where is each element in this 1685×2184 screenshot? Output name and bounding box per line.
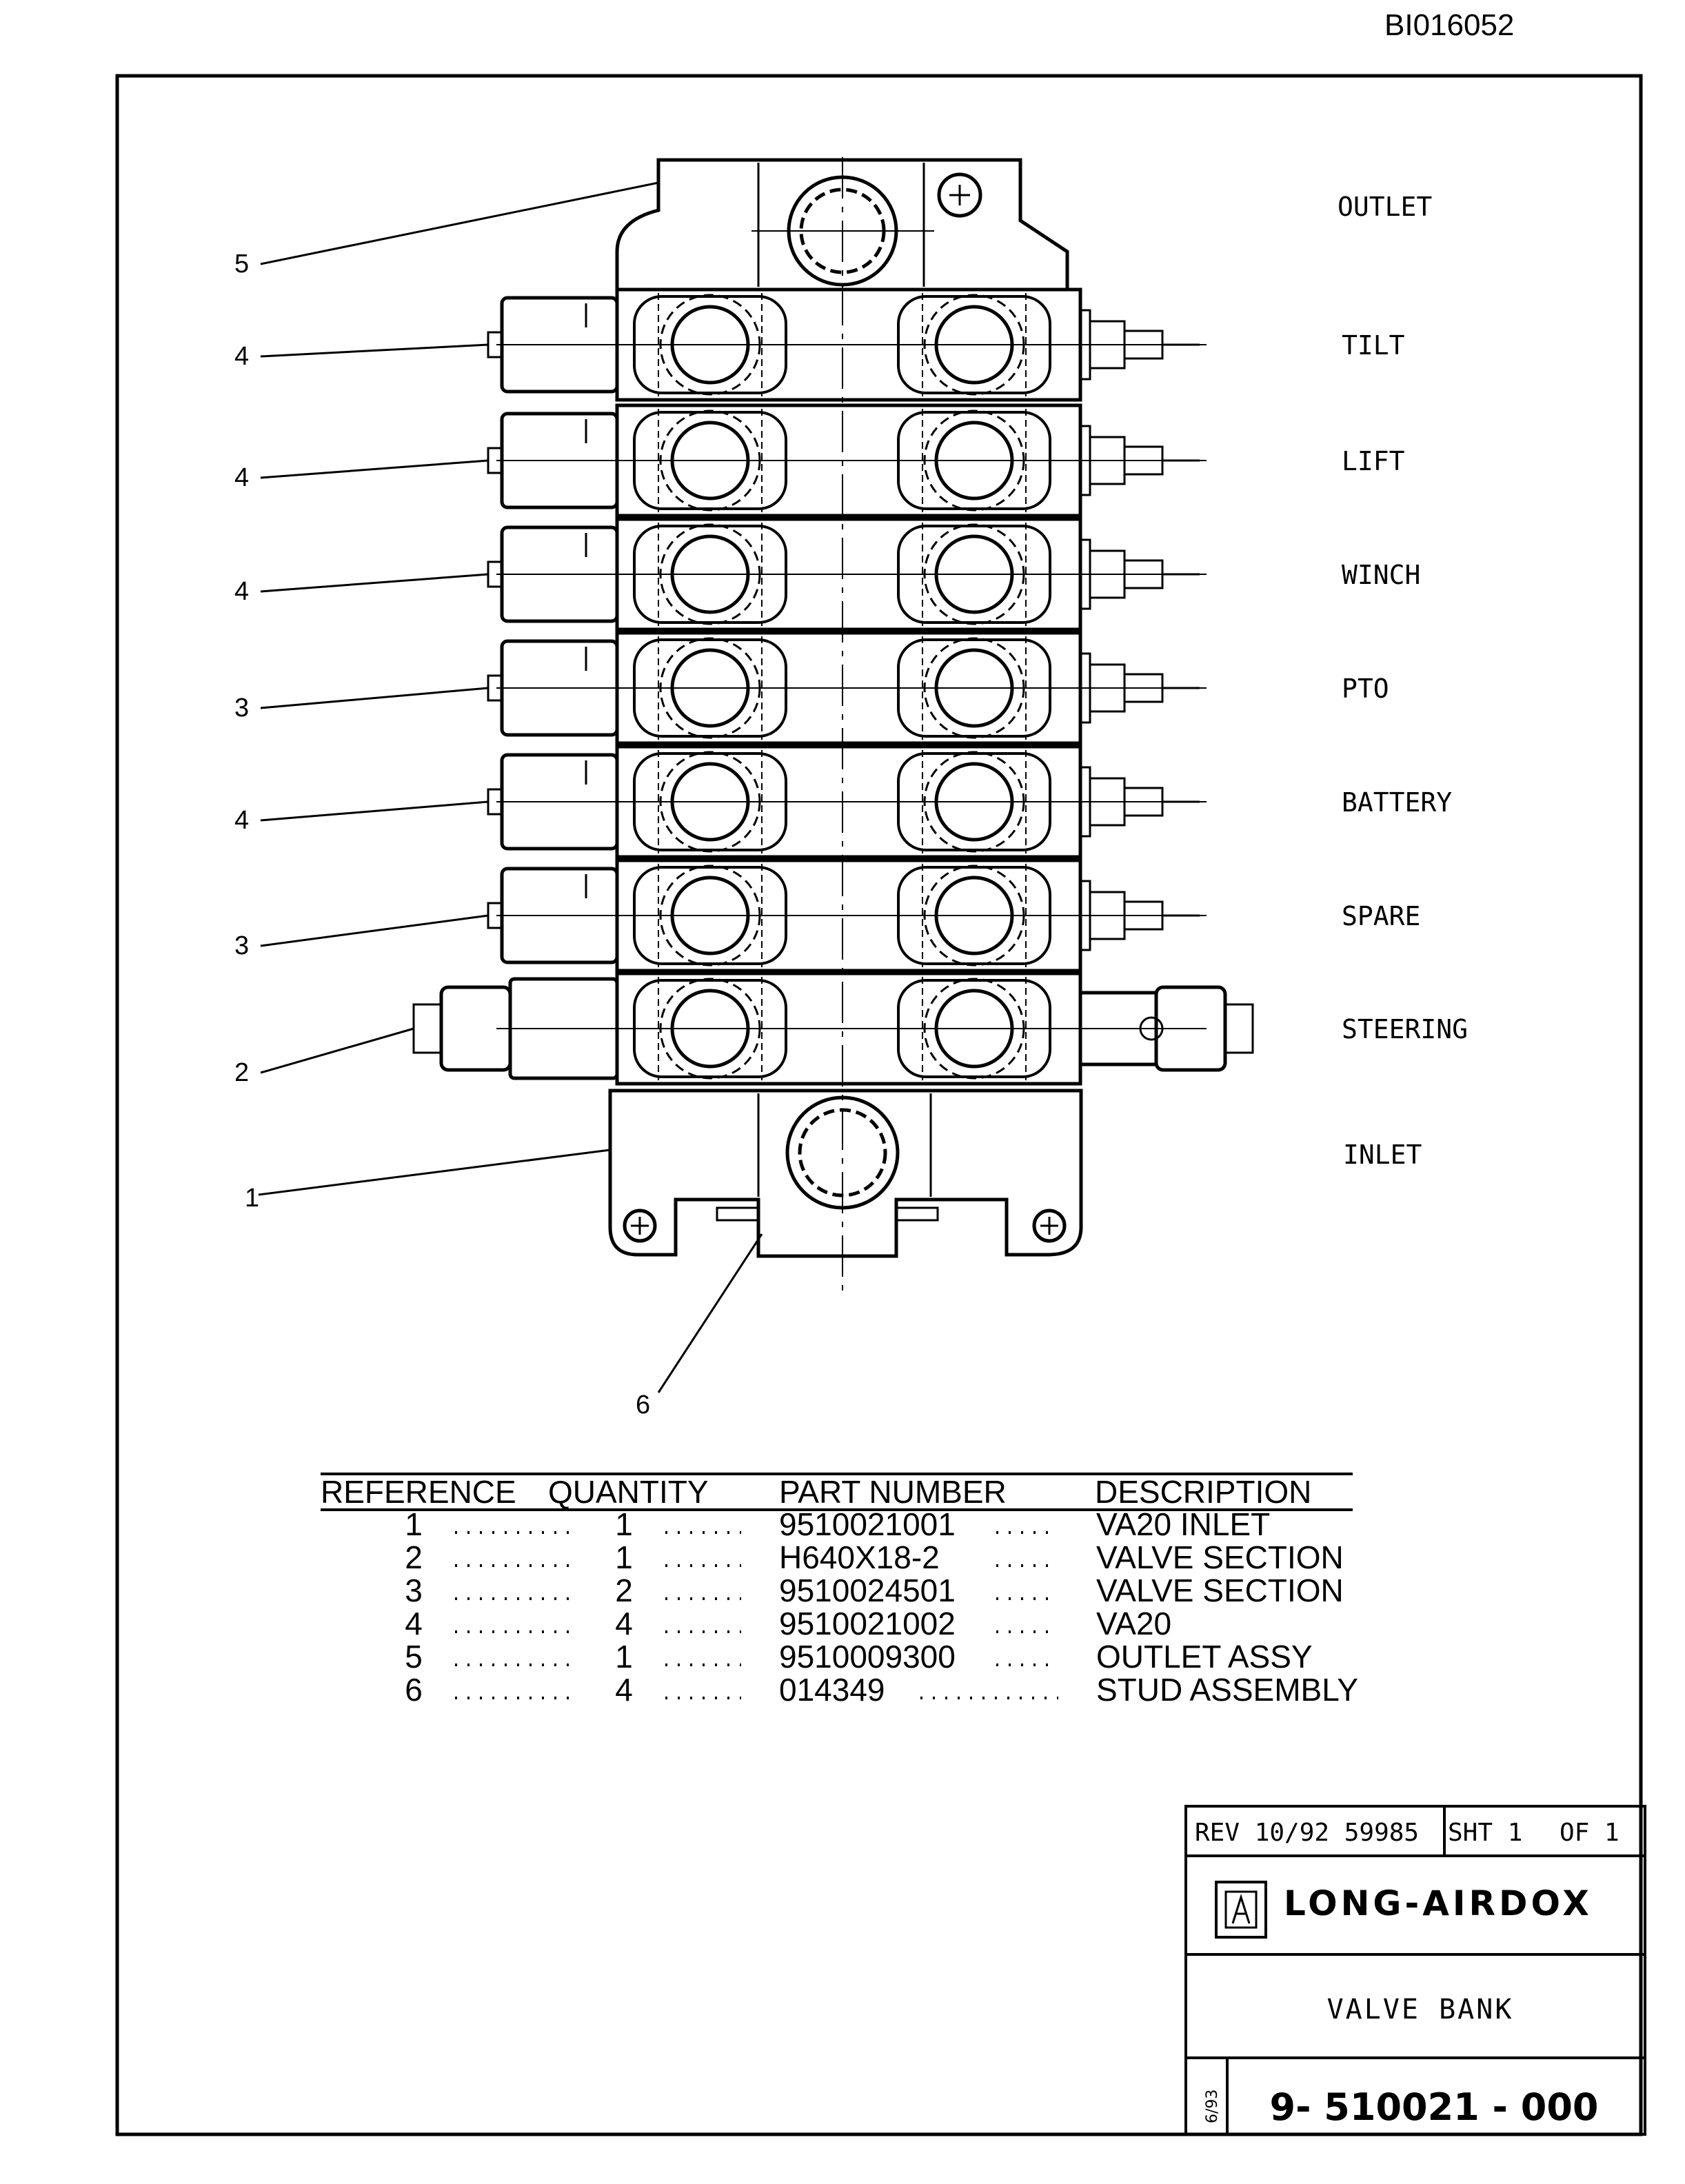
header-part-number: PART NUMBER xyxy=(779,1474,1007,1510)
company-name: LONG-AIRDOX xyxy=(1284,1883,1593,1923)
section-label-battery: BATTERY xyxy=(1342,787,1452,818)
valve-section-steering xyxy=(412,971,1254,1086)
callout-section-5: 4 xyxy=(234,806,249,835)
cell-quantity: 4 xyxy=(615,1672,633,1708)
callout-outlet: 5 xyxy=(234,250,249,279)
section-label-winch: WINCH xyxy=(1342,560,1420,590)
table-row: 4 4 9510021002 VA20 xyxy=(405,1606,1171,1641)
cell-part-number: 9510024501 xyxy=(779,1573,956,1608)
valve-section-spare xyxy=(487,858,1207,973)
callout-inlet: 1 xyxy=(245,1184,259,1213)
valve-section-lift xyxy=(487,403,1207,518)
leader-section-4 xyxy=(260,687,489,709)
section-label-tilt: TILT xyxy=(1342,330,1405,361)
table-row: 6 4 014349 STUD ASSEMBLY xyxy=(405,1672,1358,1708)
cell-quantity: 1 xyxy=(615,1639,633,1675)
outlet-label: OUTLET xyxy=(1338,192,1432,222)
cell-reference: 5 xyxy=(405,1639,423,1675)
title-of: OF 1 xyxy=(1560,1819,1620,1847)
header-description: DESCRIPTION xyxy=(1095,1474,1311,1510)
section-label-pto: PTO xyxy=(1342,674,1389,704)
cell-description: VA20 xyxy=(1096,1606,1171,1641)
table-row: 2 1 H640X18-2 VALVE SECTION xyxy=(405,1539,1344,1575)
title-sheet: SHT 1 xyxy=(1448,1819,1522,1847)
header-quantity: QUANTITY xyxy=(548,1474,709,1510)
callout-section-4: 3 xyxy=(234,694,249,722)
table-row: 3 2 9510024501 VALVE SECTION xyxy=(405,1573,1344,1608)
callout-section-7: 2 xyxy=(234,1058,249,1087)
callout-section-3: 4 xyxy=(234,577,249,606)
outlet-housing xyxy=(615,158,1069,292)
header-reference: REFERENCE xyxy=(321,1474,516,1510)
document-id: BI016052 xyxy=(1384,8,1515,42)
cell-description: OUTLET ASSY xyxy=(1096,1639,1313,1675)
cell-part-number: 014349 xyxy=(779,1672,885,1708)
table-row: 5 1 9510009300 OUTLET ASSY xyxy=(405,1639,1312,1675)
cell-reference: 4 xyxy=(405,1606,423,1641)
cell-quantity: 2 xyxy=(615,1573,633,1608)
drawing-title: VALVE BANK xyxy=(1327,1994,1514,2025)
callout-stud: 6 xyxy=(636,1391,650,1419)
cell-reference: 3 xyxy=(405,1573,423,1608)
leader-inlet xyxy=(258,1149,611,1196)
callout-section-2: 4 xyxy=(234,463,249,492)
cell-part-number: 9510021001 xyxy=(779,1506,956,1542)
leader-section-5 xyxy=(260,800,489,822)
leader-section-7 xyxy=(260,1027,414,1074)
section-callouts: 4 4 4 3 4 3 2 xyxy=(234,342,489,1087)
leader-section-1 xyxy=(260,343,489,358)
section-label-lift: LIFT xyxy=(1342,446,1405,476)
cell-reference: 2 xyxy=(405,1539,423,1575)
cell-description: VA20 INLET xyxy=(1096,1506,1270,1542)
callout-section-1: 4 xyxy=(234,342,249,371)
leader-section-3 xyxy=(260,573,489,593)
title-block xyxy=(1184,1805,1646,2136)
form-date: 6/93 xyxy=(1204,2090,1221,2123)
cell-quantity: 4 xyxy=(615,1606,633,1641)
inlet-label: INLET xyxy=(1343,1140,1422,1170)
leader-stud xyxy=(657,1233,763,1393)
cell-description: STUD ASSEMBLY xyxy=(1096,1672,1358,1708)
cell-part-number: 9510009300 xyxy=(779,1639,956,1675)
title-revision: REV 10/92 59985 xyxy=(1195,1819,1419,1847)
table-row: 1 1 9510021001 VA20 INLET xyxy=(405,1506,1270,1542)
leader-section-2 xyxy=(260,459,489,479)
callout-section-6: 3 xyxy=(234,931,249,960)
cell-quantity: 1 xyxy=(615,1506,633,1542)
section-labels: TILT LIFT WINCH PTO BATTERY SPARE STEERING xyxy=(1342,330,1468,1044)
inlet-housing xyxy=(608,1089,1083,1258)
drawing-border xyxy=(115,74,1643,2136)
cell-reference: 1 xyxy=(405,1506,423,1542)
drawing-number: 9- 510021 - 000 xyxy=(1270,2085,1599,2129)
valve-section-battery xyxy=(487,745,1207,859)
cell-part-number: 9510021002 xyxy=(779,1606,956,1641)
section-label-spare: SPARE xyxy=(1342,901,1420,931)
valve-section-tilt xyxy=(487,287,1207,402)
cell-reference: 6 xyxy=(405,1672,423,1708)
cell-quantity: 1 xyxy=(615,1539,633,1575)
cell-description: VALVE SECTION xyxy=(1096,1573,1344,1608)
parts-table: REFERENCE QUANTITY PART NUMBER DESCRIPTI… xyxy=(321,1473,1358,1708)
cell-part-number: H640X18-2 xyxy=(779,1539,940,1575)
valve-sections xyxy=(412,287,1254,1086)
leader-outlet xyxy=(260,181,659,265)
valve-section-winch xyxy=(487,517,1207,631)
leader-section-6 xyxy=(260,914,489,947)
section-label-steering: STEERING xyxy=(1342,1014,1468,1044)
valve-section-pto xyxy=(487,631,1207,745)
cell-description: VALVE SECTION xyxy=(1096,1539,1344,1575)
